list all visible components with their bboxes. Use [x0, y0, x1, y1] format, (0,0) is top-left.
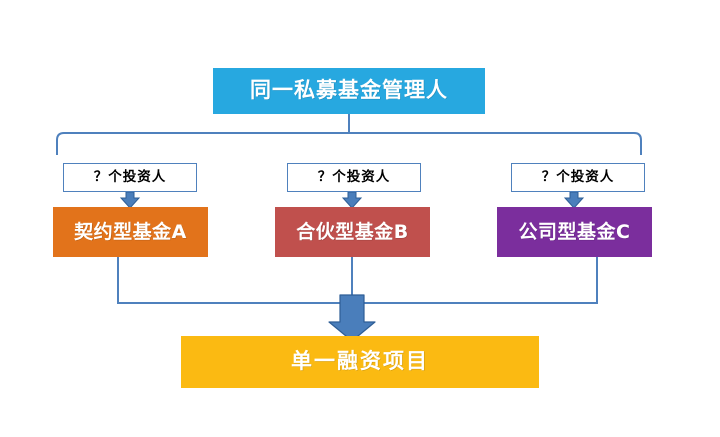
label-investor-count-b[interactable]: ？个投资人 — [287, 163, 421, 192]
label-investor-count-a[interactable]: ？个投资人 — [63, 163, 197, 192]
distribution-bracket — [56, 132, 642, 155]
arrow-investor-to-fund-c — [563, 191, 585, 209]
node-fund-partnership-b[interactable]: 合伙型基金B — [275, 207, 430, 257]
arrow-investor-to-fund-b — [341, 191, 363, 209]
node-fund-contractual-a[interactable]: 契约型基金A — [53, 207, 208, 257]
label-investor-count-c[interactable]: ？个投资人 — [511, 163, 645, 192]
node-single-financing-project[interactable]: 单一融资项目 — [181, 336, 539, 388]
arrow-funds-to-project — [328, 294, 376, 342]
node-fund-corporate-c[interactable]: 公司型基金C — [497, 207, 652, 257]
node-fund-manager[interactable]: 同一私募基金管理人 — [213, 68, 485, 114]
arrow-investor-to-fund-a — [119, 191, 141, 209]
